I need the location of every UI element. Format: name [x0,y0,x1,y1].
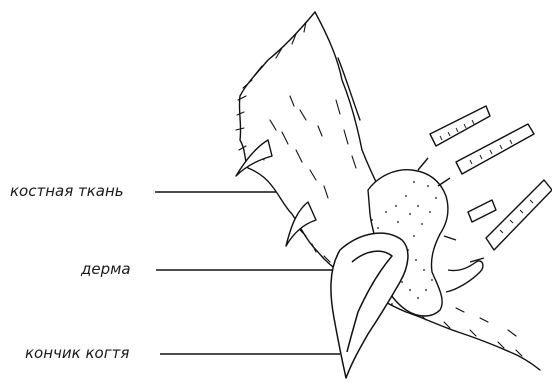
claw-anatomy-illustration [0,0,552,383]
